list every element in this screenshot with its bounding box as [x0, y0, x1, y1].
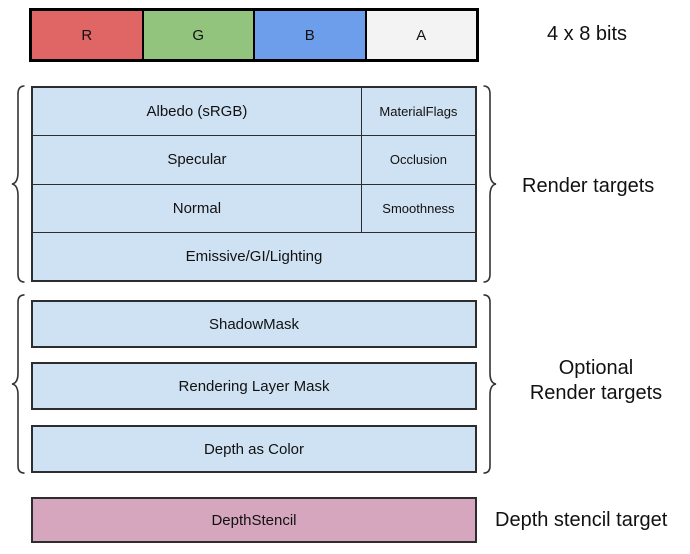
channel-cell-g: G — [141, 11, 253, 59]
optional-render-targets-label: Optional Render targets — [506, 356, 686, 406]
render-targets-label: Render targets — [522, 175, 655, 197]
table-row: Emissive/GI/Lighting — [33, 233, 475, 280]
render-target-emissive: Emissive/GI/Lighting — [185, 247, 323, 265]
bits-label: 4 x 8 bits — [547, 23, 628, 45]
alpha-channel-materialflags: MaterialFlags — [379, 104, 458, 120]
render-targets-left-brace — [9, 85, 27, 283]
table-row: Albedo (sRGB) MaterialFlags — [33, 88, 475, 137]
alpha-channel-occlusion: Occlusion — [389, 152, 447, 168]
render-target-specular: Specular — [33, 136, 362, 184]
alpha-channel-smoothness: Smoothness — [382, 200, 455, 216]
depth-stencil-label: Depth stencil target — [495, 509, 668, 531]
render-target-normal: Normal — [33, 184, 362, 232]
optional-label-line1: Optional — [558, 357, 634, 379]
optional-targets-left-brace — [9, 294, 27, 474]
render-targets-right-brace — [481, 85, 499, 283]
optional-target-rendering-layer-mask: Rendering Layer Mask — [31, 362, 477, 410]
rgba-bit-bar: R G B A — [29, 8, 479, 62]
optional-target-shadowmask: ShadowMask — [31, 300, 477, 348]
table-row: Normal Smoothness — [33, 184, 475, 233]
channel-cell-b: B — [253, 11, 365, 59]
channel-cell-a: A — [364, 11, 476, 59]
depth-stencil-box: DepthStencil — [31, 497, 477, 543]
optional-targets-right-brace — [481, 294, 499, 474]
render-targets-table: Albedo (sRGB) MaterialFlags Specular Occ… — [31, 86, 477, 282]
optional-label-line2: Render targets — [529, 382, 663, 404]
channel-cell-r: R — [32, 11, 142, 59]
render-target-albedo: Albedo (sRGB) — [33, 88, 362, 136]
optional-target-depth-as-color: Depth as Color — [31, 425, 477, 473]
table-row: Specular Occlusion — [33, 136, 475, 185]
